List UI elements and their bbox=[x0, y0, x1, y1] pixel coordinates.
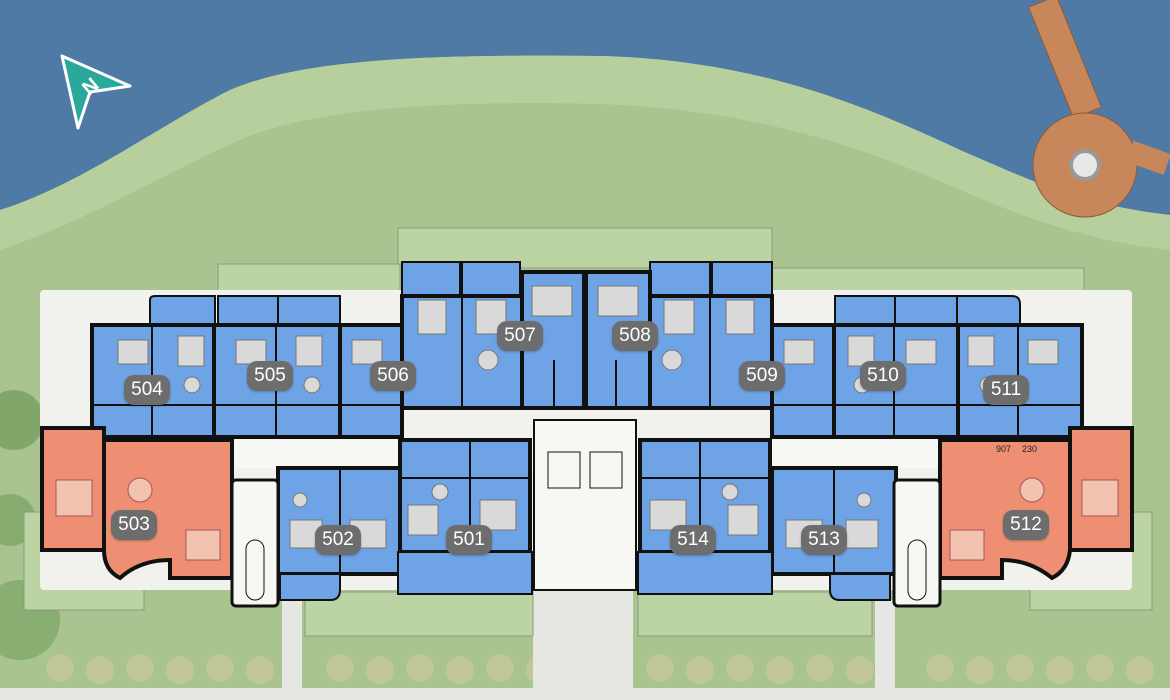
unit-label-512[interactable]: 512 bbox=[1003, 510, 1049, 540]
garden bbox=[304, 591, 534, 637]
unit-label-513[interactable]: 513 bbox=[801, 525, 847, 555]
unit-label-503[interactable]: 503 bbox=[111, 510, 157, 540]
dimension-label: 907 bbox=[996, 444, 1012, 454]
footpath bbox=[282, 600, 302, 700]
unit-label-511[interactable]: 511 bbox=[983, 375, 1029, 405]
dimension-label: 230 bbox=[1022, 444, 1038, 454]
hedge-row bbox=[46, 654, 1154, 684]
unit-label-509[interactable]: 509 bbox=[739, 361, 785, 391]
dock-arm bbox=[1125, 140, 1170, 175]
units-south-balconies bbox=[279, 551, 891, 601]
north-arrow-icon: N bbox=[60, 54, 132, 130]
furniture-ends bbox=[55, 477, 1119, 561]
unit-label-502[interactable]: 502 bbox=[315, 525, 361, 555]
lake bbox=[0, 0, 1170, 215]
footpath bbox=[533, 590, 633, 700]
dock-ring bbox=[1069, 149, 1101, 181]
balconies-north bbox=[149, 261, 1021, 327]
stairs bbox=[230, 478, 942, 608]
unit-label-506[interactable]: 506 bbox=[370, 361, 416, 391]
stair-treads bbox=[245, 451, 927, 601]
unit-label-501[interactable]: 501 bbox=[446, 525, 492, 555]
unit-label-508[interactable]: 508 bbox=[612, 321, 658, 351]
unit-label-510[interactable]: 510 bbox=[860, 361, 906, 391]
stair-core bbox=[533, 419, 637, 591]
unit-label-505[interactable]: 505 bbox=[247, 361, 293, 391]
footpath bbox=[875, 600, 895, 700]
unit-label-504[interactable]: 504 bbox=[124, 375, 170, 405]
tree bbox=[0, 390, 44, 450]
footpath bbox=[0, 688, 1170, 700]
unit-label-507[interactable]: 507 bbox=[497, 321, 543, 351]
unit-label-514[interactable]: 514 bbox=[670, 525, 716, 555]
shore-band bbox=[0, 55, 1170, 250]
furniture-north bbox=[117, 285, 1059, 394]
